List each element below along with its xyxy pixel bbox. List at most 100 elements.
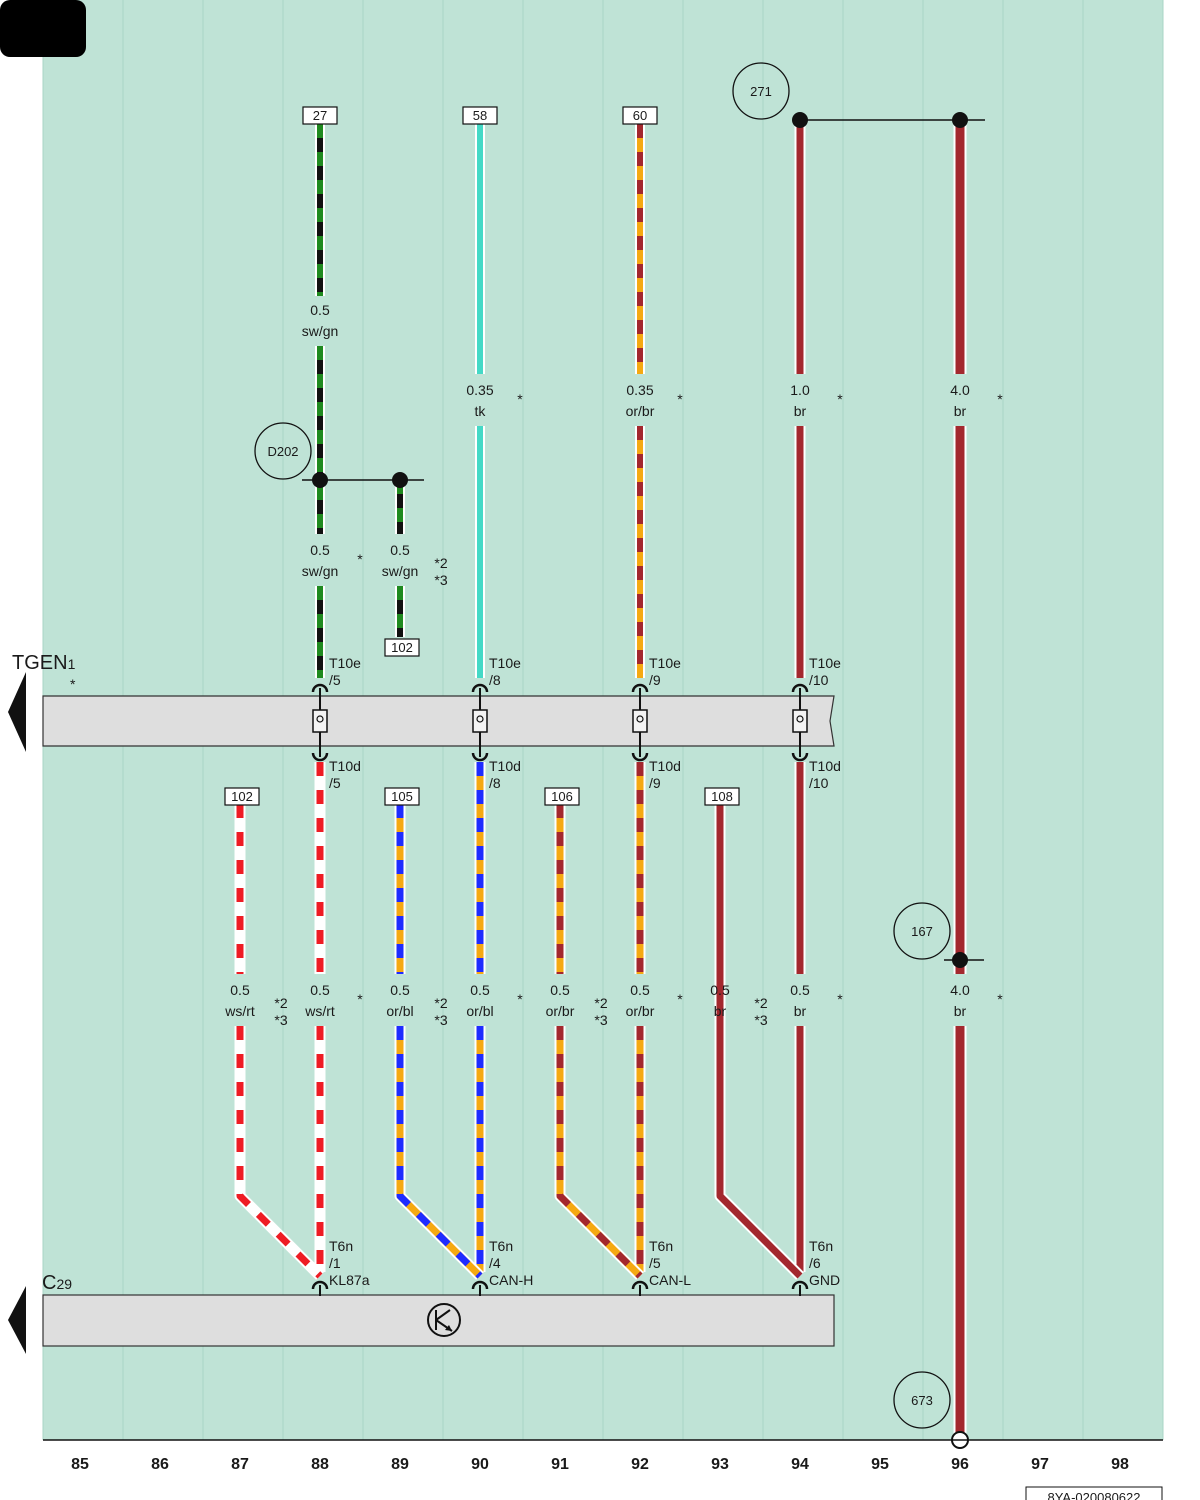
location-circle	[732, 62, 790, 120]
connector-bottom-signal: GND	[809, 1272, 840, 1288]
connector-pin-dot	[476, 715, 484, 723]
column-number: 98	[1111, 1456, 1129, 1473]
wire-br-93	[714, 804, 804, 1280]
column-number: 85	[71, 1456, 89, 1473]
wire-size-label: 0.5	[390, 542, 410, 558]
reference-box	[704, 787, 740, 806]
location-circle-label: D202	[267, 444, 298, 459]
reference-box-label: 102	[391, 640, 413, 655]
wire-size-label: 4.0	[950, 382, 970, 398]
c29-label: C29	[42, 1272, 72, 1294]
wire-or-bl-89-stripe	[396, 804, 483, 1279]
column-number: 94	[791, 1456, 809, 1473]
wire-color-label: tk	[475, 403, 487, 419]
wires	[234, 120, 967, 1436]
footer-code: 8YA-020080622	[1047, 1490, 1140, 1500]
connector-top-pin: T10e	[649, 655, 681, 671]
wire-note-label: *	[517, 991, 523, 1007]
connector-pin-dot	[796, 715, 804, 723]
connector-bottom-signal: KL87a	[329, 1272, 370, 1288]
footer-code-box: 8YA-020080622	[1025, 1486, 1163, 1500]
reference-box	[544, 787, 580, 806]
splice-dot	[792, 112, 808, 128]
wire-color-label: sw/gn	[382, 563, 419, 579]
wire-size-label: 0.35	[626, 382, 653, 398]
connector-mid-pin: T10d	[649, 758, 681, 774]
wire-color-label: ws/rt	[224, 1003, 255, 1019]
wire-note-label: *	[997, 991, 1003, 1007]
wire-note-label: *	[837, 991, 843, 1007]
connector-mid-num: /8	[489, 775, 501, 791]
connector-mid-pin: T10d	[809, 758, 841, 774]
wire-note-label: *3	[434, 1012, 447, 1028]
connector-pin-box	[792, 709, 808, 733]
wire-color-label: sw/gn	[302, 563, 339, 579]
connector-bottom-num: /1	[329, 1255, 341, 1271]
wire-size-label: 1.0	[790, 382, 810, 398]
reference-box	[384, 787, 420, 806]
c29-arrow	[8, 1286, 26, 1354]
connector-mid-pin: T10d	[489, 758, 521, 774]
wire-note-label: *	[837, 391, 843, 407]
connector-pin-box	[312, 709, 328, 733]
wire-color-label: br	[794, 1003, 807, 1019]
connector-mid-num: /9	[649, 775, 661, 791]
column-number: 92	[631, 1456, 649, 1473]
connector-bottom-num: /5	[649, 1255, 661, 1271]
wire-size-label: 0.5	[390, 982, 410, 998]
splice-dot	[312, 472, 328, 488]
wire-note-label: *	[677, 391, 683, 407]
wire-color-label: or/br	[546, 1003, 575, 1019]
connector-top-num: /5	[329, 672, 341, 688]
location-circle-label: 167	[911, 924, 933, 939]
column-number: 89	[391, 1456, 409, 1473]
connector-bottom-num: /4	[489, 1255, 501, 1271]
connector-pin-dot	[636, 715, 644, 723]
column-number: 86	[151, 1456, 169, 1473]
wire-size-label: 0.5	[630, 982, 650, 998]
c29-component: C29	[8, 1272, 835, 1354]
connector-bottom-pin: T6n	[489, 1238, 513, 1254]
wire-size-label: 0.35	[466, 382, 493, 398]
wire-size-label: 4.0	[950, 982, 970, 998]
wire-color-label: br	[794, 403, 807, 419]
wire-size-label: 0.5	[550, 982, 570, 998]
location-circle	[893, 902, 951, 960]
connector-mid-pin: T10d	[329, 758, 361, 774]
connector-bottom-pin: T6n	[649, 1238, 673, 1254]
connector-mid-num: /10	[809, 775, 829, 791]
reference-box-label: 102	[231, 789, 253, 804]
connector-pin-box	[472, 709, 488, 733]
wire-size-label: 0.5	[710, 982, 730, 998]
wire-color-label: or/br	[626, 403, 655, 419]
column-number: 95	[871, 1456, 889, 1473]
tgen-label: TGEN1	[12, 652, 76, 674]
reference-box-label: 106	[551, 789, 573, 804]
wire-note-label: *2	[594, 995, 607, 1011]
connector-top-num: /8	[489, 672, 501, 688]
wire-size-label: 0.5	[310, 982, 330, 998]
wire-note-label: *2	[434, 995, 447, 1011]
wire-color-label: br	[714, 1003, 727, 1019]
reference-box	[462, 106, 498, 125]
wire-note-label: *	[357, 551, 363, 567]
location-circle	[893, 1371, 951, 1429]
connector-bottom-signal: CAN-H	[489, 1272, 533, 1288]
column-number: 90	[471, 1456, 489, 1473]
wire-or-br-91-stripe	[556, 804, 643, 1279]
connector-top-num: /10	[809, 672, 829, 688]
wire-color-label: ws/rt	[304, 1003, 335, 1019]
tgen-arrow	[8, 672, 26, 752]
reference-box	[302, 106, 338, 125]
reference-box-label: 27	[313, 108, 327, 123]
connector-bottom-signal: CAN-L	[649, 1272, 691, 1288]
connector-bottom-pin: T6n	[809, 1238, 833, 1254]
reference-box	[384, 638, 420, 657]
wire-color-label: or/bl	[466, 1003, 493, 1019]
wire-note-label: *2	[754, 995, 767, 1011]
column-number: 88	[311, 1456, 329, 1473]
wire-note-label: *3	[594, 1012, 607, 1028]
wire-size-label: 0.5	[470, 982, 490, 998]
